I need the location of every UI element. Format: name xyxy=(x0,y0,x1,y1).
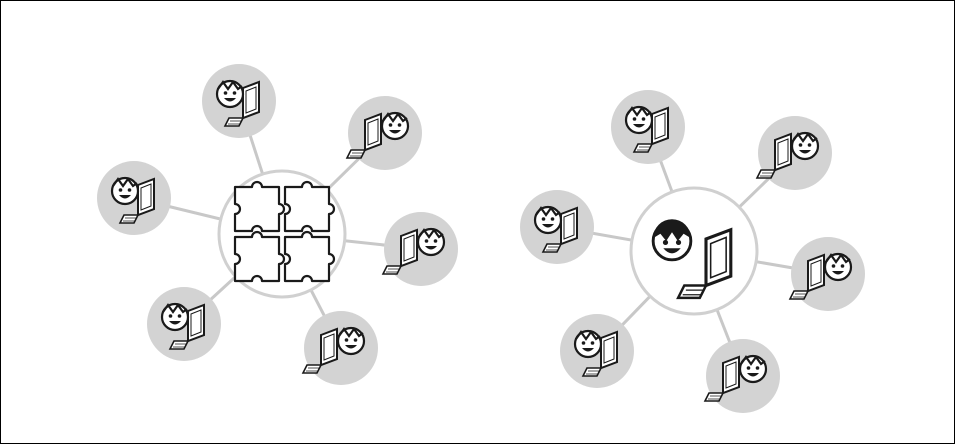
user-face-icon xyxy=(790,131,820,161)
user-face-icon xyxy=(160,302,190,332)
puzzle-piece-icon xyxy=(233,180,286,233)
user-node xyxy=(756,116,832,190)
user-node xyxy=(560,314,634,388)
user-face-icon xyxy=(533,205,563,235)
hub-circle xyxy=(629,186,759,316)
user-face-icon xyxy=(215,79,245,109)
central-user-network xyxy=(520,90,865,413)
puzzle-piece-icon xyxy=(283,180,336,233)
user-face-icon xyxy=(624,105,654,135)
puzzle-network xyxy=(97,64,458,385)
user-node xyxy=(346,96,422,170)
user-node xyxy=(302,311,378,385)
user-node xyxy=(704,339,780,413)
puzzle-piece-icon xyxy=(283,230,336,283)
user-face-icon xyxy=(823,252,853,282)
central-user-computer-icon xyxy=(651,219,733,300)
user-face-icon xyxy=(336,326,366,356)
user-face-icon xyxy=(110,176,140,206)
puzzle-icon xyxy=(233,180,336,283)
user-face-icon xyxy=(738,354,768,384)
user-node xyxy=(611,90,685,164)
user-node xyxy=(520,190,594,264)
user-face-icon xyxy=(416,227,446,257)
user-node xyxy=(202,64,276,138)
user-node xyxy=(382,212,458,286)
user-node xyxy=(789,237,865,311)
user-node xyxy=(97,161,171,235)
user-face-icon xyxy=(573,329,603,359)
puzzle-piece-icon xyxy=(233,230,286,283)
user-node xyxy=(147,287,221,361)
user-face-icon xyxy=(380,111,410,141)
